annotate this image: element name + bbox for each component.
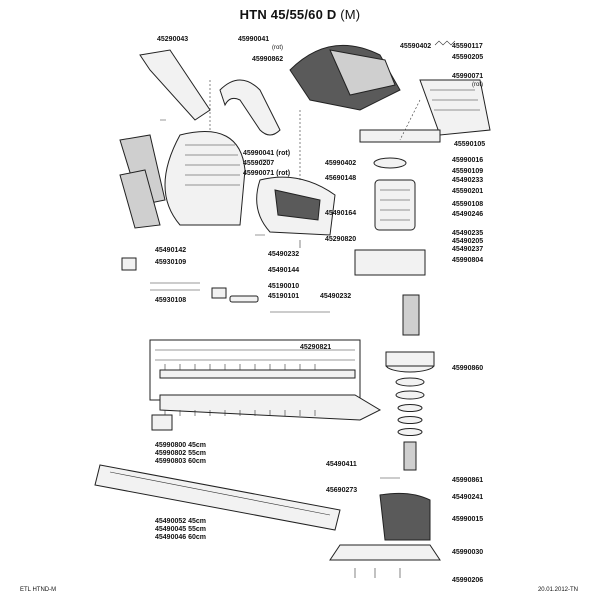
part-label-45190101: 45190101 <box>268 293 300 300</box>
part-label-45490232-lower: 45490232 <box>320 293 352 300</box>
part-label-45490235: 45490235 <box>452 230 484 237</box>
motor-windings <box>380 189 410 221</box>
upper-housing-detail <box>329 49 396 96</box>
part-label-45490246: 45490246 <box>452 211 484 218</box>
trigger-part-lower <box>119 169 161 229</box>
part-label-45490241: 45490241 <box>452 494 484 501</box>
blade-bar-lines <box>155 349 355 361</box>
part-label-45990071-top: 45990071 <box>452 73 484 80</box>
part-label-45290820: 45290820 <box>325 236 357 243</box>
model-suffix: (M) <box>340 7 361 22</box>
part-label-45930108: 45930108 <box>155 297 187 304</box>
part-label-45490164: 45490164 <box>325 210 357 217</box>
part-label-45290043: 45290043 <box>157 36 189 43</box>
blade-variant-45: 45990800 45cm <box>155 442 207 449</box>
part-label-45490205: 45490205 <box>452 238 484 245</box>
connector-part <box>211 287 227 299</box>
part-note-rot-45990071: (rot) <box>472 82 483 88</box>
blade-variant-55: 45990802 55cm <box>155 450 207 457</box>
cable-lines <box>150 282 200 291</box>
washer-part-2 <box>395 390 425 400</box>
blade-clip-part <box>151 414 173 431</box>
part-label-45590201: 45590201 <box>452 188 484 195</box>
part-label-45490144: 45490144 <box>268 267 300 274</box>
assembly-guide-lines <box>209 80 421 180</box>
housing-vent-lines <box>185 144 240 186</box>
blade-guard-part <box>94 464 341 531</box>
gear-housing-part <box>354 249 426 276</box>
blade-variant-group: 45990800 45cm 45990802 55cm 45990803 60c… <box>155 442 206 466</box>
washer-part-5 <box>397 428 423 436</box>
part-label-45690273: 45690273 <box>326 487 358 494</box>
blade-lower <box>159 394 382 421</box>
part-label-45590402: 45590402 <box>400 43 432 50</box>
screw-marks <box>160 119 301 248</box>
loop-handle-part <box>219 79 281 136</box>
bottom-plate-part <box>329 544 441 561</box>
right-housing-part <box>419 79 491 136</box>
spring-part <box>434 40 456 46</box>
part-label-45490232-upper: 45490232 <box>268 251 300 258</box>
gearbox-cover-part <box>379 492 431 541</box>
part-label-45990860: 45990860 <box>452 365 484 372</box>
bottom-screws <box>354 568 401 578</box>
pin-part <box>403 441 417 471</box>
part-label-45290821: 45290821 <box>300 344 332 351</box>
blade-upper <box>159 369 356 379</box>
rear-handle-grip <box>274 189 321 221</box>
part-label-45590205: 45590205 <box>452 54 484 61</box>
washer-part-1 <box>395 377 425 387</box>
part-label-45590109: 45590109 <box>452 168 484 175</box>
part-label-45690148: 45690148 <box>325 175 357 182</box>
shaft-part <box>402 294 420 336</box>
part-label-45990041-rot: 45990041 (rot) <box>243 150 291 157</box>
footer-document-code: ETL HTND-M <box>20 587 57 593</box>
part-label-45990804: 45990804 <box>452 257 484 264</box>
switch-part <box>121 257 137 271</box>
cylinder-part <box>229 295 259 303</box>
blade-variant-60: 45990803 60cm <box>155 458 207 465</box>
blade-teeth-lower <box>164 410 316 416</box>
motor-part <box>374 179 416 231</box>
left-housing-part <box>164 131 246 226</box>
part-label-45490411: 45490411 <box>326 461 357 468</box>
part-note-rot-45990041: (rot) <box>272 45 283 51</box>
part-label-45990206: 45990206 <box>452 577 484 584</box>
part-label-45590117: 45590117 <box>452 43 483 50</box>
guard-variant-55: 45490045 55cm <box>155 526 207 533</box>
diagram-title: HTN 45/55/60 D (M) <box>0 7 600 22</box>
blade-teeth-upper <box>164 364 316 370</box>
part-label-45490233: 45490233 <box>452 177 484 184</box>
housing-ribs <box>430 89 480 111</box>
footer-date: 20.01.2012-TN <box>537 587 578 593</box>
part-label-45990071-rot: 45990071 (rot) <box>243 170 291 177</box>
bracket-part <box>359 129 441 143</box>
gear-wheel-body <box>385 351 435 367</box>
part-label-45590207: 45590207 <box>243 160 275 167</box>
part-label-45930109: 45930109 <box>155 259 187 266</box>
handle-cover-part <box>139 49 211 121</box>
part-label-45590105: 45590105 <box>454 141 486 148</box>
model-name: HTN 45/55/60 D <box>239 7 337 22</box>
part-label-45990030: 45990030 <box>452 549 484 556</box>
part-label-45490142: 45490142 <box>155 247 187 254</box>
part-label-45590108: 45590108 <box>452 201 484 208</box>
part-label-45190010: 45190010 <box>268 283 300 290</box>
washer-part-3 <box>397 404 423 412</box>
guard-variant-45: 45490052 45cm <box>155 518 207 525</box>
part-label-45490237: 45490237 <box>452 246 484 253</box>
part-label-45990041-top: 45990041 <box>238 36 270 43</box>
o-ring-part <box>373 157 407 169</box>
part-label-45990016: 45990016 <box>452 157 484 164</box>
washer-part-4 <box>397 416 423 424</box>
part-label-45990861: 45990861 <box>452 477 484 484</box>
guard-variant-60: 45490046 60cm <box>155 534 207 541</box>
guard-variant-group: 45490052 45cm 45490045 55cm 45490046 60c… <box>155 518 206 542</box>
part-label-45990015: 45990015 <box>452 516 484 523</box>
part-label-45990862: 45990862 <box>252 56 284 63</box>
blade-guard-edge <box>109 471 331 516</box>
part-label-45990402: 45990402 <box>325 160 357 167</box>
